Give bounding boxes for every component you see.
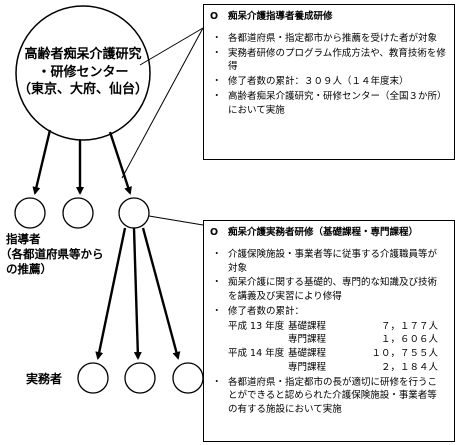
box-top-mark: O (210, 11, 219, 22)
center-label-line-1: 高齢者痴呆介護研究 (24, 47, 142, 62)
callout-line-top-2 (121, 27, 204, 179)
worker-circle-2 (124, 362, 156, 394)
box-top-title-text: 痴呆介護指導者養成研修 (228, 11, 333, 22)
table-year: 平成 14 年度 (228, 348, 285, 360)
leaders-label-line-1: 指導者 (6, 232, 41, 246)
center-label-line-2: ・研修センター (37, 64, 129, 80)
box-top-item: 実務者研修のプログラム作成方法や、教育技術を修得 (210, 47, 446, 75)
table-count: １，６０６人 (380, 334, 438, 346)
table-course: 専門課程 (288, 334, 327, 346)
training-box-leaders: O 痴呆介護指導者養成研修 各都道府県・指定都市から推薦を受けた者が対象 実務者研… (203, 4, 455, 160)
center-circle (15, 5, 151, 141)
box-top-list: 各都道府県・指定都市から推薦を受けた者が対象 実務者研修のプログラム作成方法や、… (210, 32, 446, 118)
box-top-title: O 痴呆介護指導者養成研修 (210, 10, 446, 24)
arrow-center-1 (32, 129, 52, 195)
box-top-item: 修了者数の累計：３０９人（１４年度末） (210, 75, 446, 89)
table-row: 平成 14 年度 基礎課程 １０，７５５人 (228, 347, 446, 361)
table-row: 専門課程 １，６０６人 (228, 333, 446, 347)
box-bottom-item: 修了者数の累計： (210, 305, 446, 319)
worker-circle-3 (172, 362, 204, 394)
box-bottom-table-wrap: 平成 13 年度 基礎課程 ７，１７７人 専門課程 １，６０６人 平成 14 年… (210, 320, 446, 375)
leaders-label-line-3: の推薦） (6, 261, 52, 276)
leader-circle-3 (118, 197, 150, 229)
leaders-label: 指導者 （各都道府県等から の推薦） (0, 232, 120, 277)
table-course: 基礎課程 (288, 348, 327, 360)
table-count: ２，１８４人 (380, 361, 438, 373)
box-top-item: 高齢者痴呆介護研究・研修センター（全国３か所）において実施 (210, 90, 446, 118)
center-label: 高齢者痴呆介護研究 ・研修センター （東京、大府、仙台） (18, 46, 148, 99)
leader-circle-1 (14, 197, 46, 229)
table-row: 専門課程 ２，１８４人 (228, 361, 446, 375)
table-course: 基礎課程 (288, 320, 327, 332)
box-bottom-item: 各都道府県・指定都市の長が適切に研修を行うことができると認められた介護保険施設・… (210, 376, 446, 417)
box-bottom-title: O 痴呆介護実務者研修（基礎課程・専門課程） (210, 226, 446, 240)
box-bottom-item: 介護保険施設・事業者等に従事する介護職員等が対象 (210, 248, 446, 276)
table-count: ７，１７７人 (380, 320, 438, 332)
table-row: 平成 13 年度 基礎課程 ７，１７７人 (228, 320, 446, 334)
table-course: 専門課程 (288, 361, 327, 373)
worker-circle-1 (77, 362, 109, 394)
table-year (228, 333, 288, 347)
arrow-leader-2 (132, 227, 142, 360)
box-bottom-item: 痴呆介護に関する基礎的、専門的な知識及び技術を講義及び実習により修得 (210, 276, 446, 304)
arrow-leader-1 (95, 227, 127, 360)
workers-label: 実務者 (26, 372, 63, 386)
callout-line-bottom (148, 215, 204, 226)
table-year: 平成 13 年度 (228, 320, 285, 332)
box-bottom-title-text: 痴呆介護実務者研修（基礎課程・専門課程） (228, 227, 419, 238)
box-bottom-mark: O (210, 227, 219, 238)
leaders-label-line-2: （各都道府県等から (0, 246, 104, 261)
table-count: １０，７５５人 (371, 348, 438, 360)
completion-table: 平成 13 年度 基礎課程 ７，１７７人 専門課程 １，６０６人 平成 14 年… (228, 320, 446, 375)
table-year (228, 361, 288, 375)
training-box-workers: O 痴呆介護実務者研修（基礎課程・専門課程） 介護保険施設・事業者等に従事する介護… (203, 220, 455, 442)
callout-line-top (139, 27, 204, 66)
arrow-leader-3 (141, 227, 181, 360)
leader-circle-2 (62, 197, 94, 229)
box-top-item: 各都道府県・指定都市から推薦を受けた者が対象 (210, 32, 446, 46)
arrow-center-3 (108, 131, 132, 195)
box-bottom-list: 介護保険施設・事業者等に従事する介護職員等が対象 痴呆介護に関する基礎的、専門的… (210, 248, 446, 417)
center-label-line-3: （東京、大府、仙台） (18, 82, 149, 98)
